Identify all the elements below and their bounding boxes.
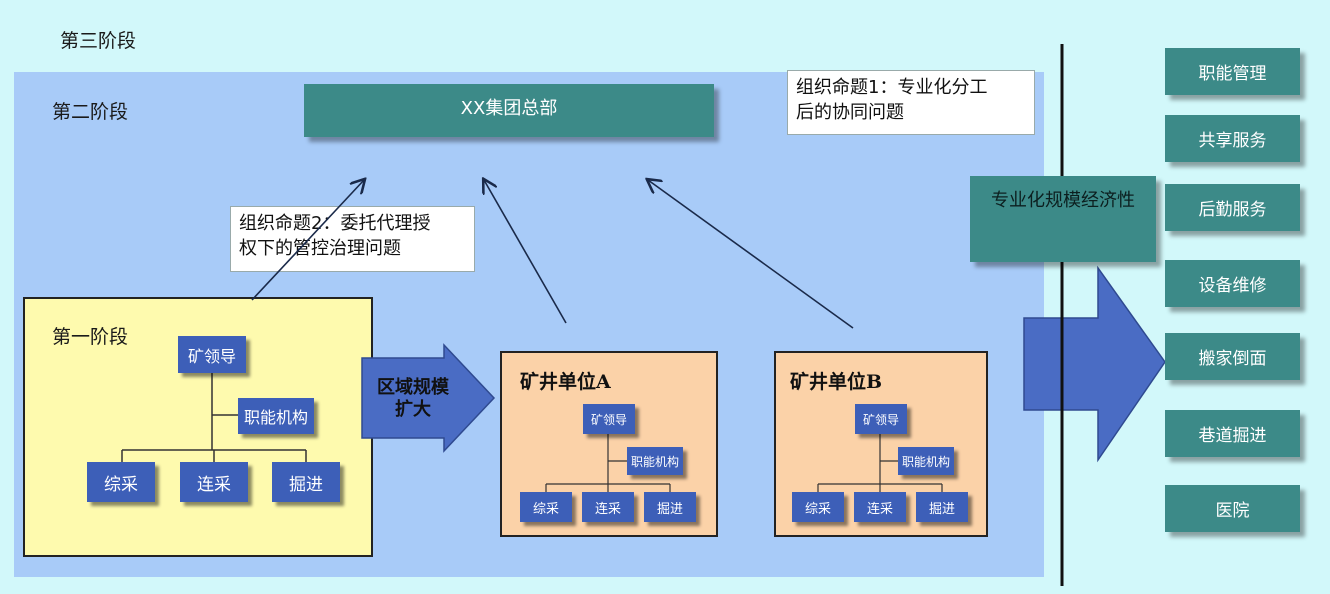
- proposition-1-callout: 组织命题1：专业化分工 后的协同问题: [787, 70, 1035, 135]
- mine-b-leader-box: 矿领导: [855, 404, 907, 434]
- mine-b-title: 矿井单位B: [790, 371, 883, 393]
- mine-a-org-lines: [545, 434, 671, 492]
- specialization-economy-label: 专业化规模经济性: [991, 190, 1135, 211]
- stage1-functional-box: 职能机构: [238, 398, 314, 434]
- stage1-label: 第一阶段: [52, 326, 129, 348]
- expansion-arrow-label: 区域规模 扩大: [372, 377, 454, 421]
- service-hospital: 医院: [1165, 485, 1300, 532]
- mine-a-title: 矿井单位A: [520, 371, 611, 393]
- service-shared-services: 共享服务: [1165, 115, 1300, 162]
- group-headquarters-box: XX集团总部: [304, 84, 714, 137]
- mine-a-unit-liancai: 连采: [582, 492, 634, 522]
- stage1-unit-liancai: 连采: [180, 462, 248, 502]
- mine-a-leader-box: 矿领导: [583, 404, 635, 434]
- proposition-1-line-2: 后的协同问题: [796, 102, 904, 123]
- arrow-mine-b-to-hq: [648, 180, 854, 329]
- mine-b-unit-liancai: 连采: [854, 492, 906, 522]
- stage1-unit-zongcai: 综采: [87, 462, 155, 502]
- mine-a-unit-juejin: 掘进: [644, 492, 696, 522]
- expansion-line-2: 扩大: [395, 399, 431, 420]
- service-logistics: 后勤服务: [1165, 184, 1300, 231]
- big-right-arrow: [1023, 265, 1166, 463]
- expansion-arrow: [361, 343, 496, 453]
- proposition-2-line-1: 组织命题2：委托代理授: [239, 213, 431, 234]
- specialization-economy-box: 专业化规模经济性: [970, 176, 1156, 262]
- stage1-org-lines: [121, 373, 307, 462]
- mine-b-unit-juejin: 掘进: [916, 492, 968, 522]
- stage2-label: 第二阶段: [52, 101, 129, 123]
- service-face-relocation: 搬家倒面: [1165, 333, 1300, 380]
- mine-b-functional-box: 职能机构: [898, 447, 954, 475]
- proposition-1-line-1: 组织命题1：专业化分工: [796, 77, 988, 98]
- service-roadway-excavation: 巷道掘进: [1165, 410, 1300, 457]
- headquarters-label: XX集团总部: [460, 98, 558, 119]
- proposition-2-line-2: 权下的管控治理问题: [239, 238, 401, 259]
- mine-b-org-lines: [817, 434, 943, 492]
- mine-a-unit-zongcai: 综采: [520, 492, 572, 522]
- stage3-label: 第三阶段: [60, 30, 137, 52]
- service-functional-management: 职能管理: [1165, 48, 1300, 95]
- stage1-unit-juejin: 掘进: [272, 462, 340, 502]
- mine-b-unit-zongcai: 综采: [792, 492, 844, 522]
- proposition-2-callout: 组织命题2：委托代理授 权下的管控治理问题: [230, 206, 475, 272]
- service-equipment-maintenance: 设备维修: [1165, 260, 1300, 307]
- expansion-line-1: 区域规模: [377, 377, 449, 398]
- stage1-leader-box: 矿领导: [178, 336, 246, 373]
- mine-a-functional-box: 职能机构: [627, 447, 683, 475]
- arrow-stage1-to-hq: [251, 180, 364, 301]
- arrow-mine-a-to-hq: [484, 180, 567, 324]
